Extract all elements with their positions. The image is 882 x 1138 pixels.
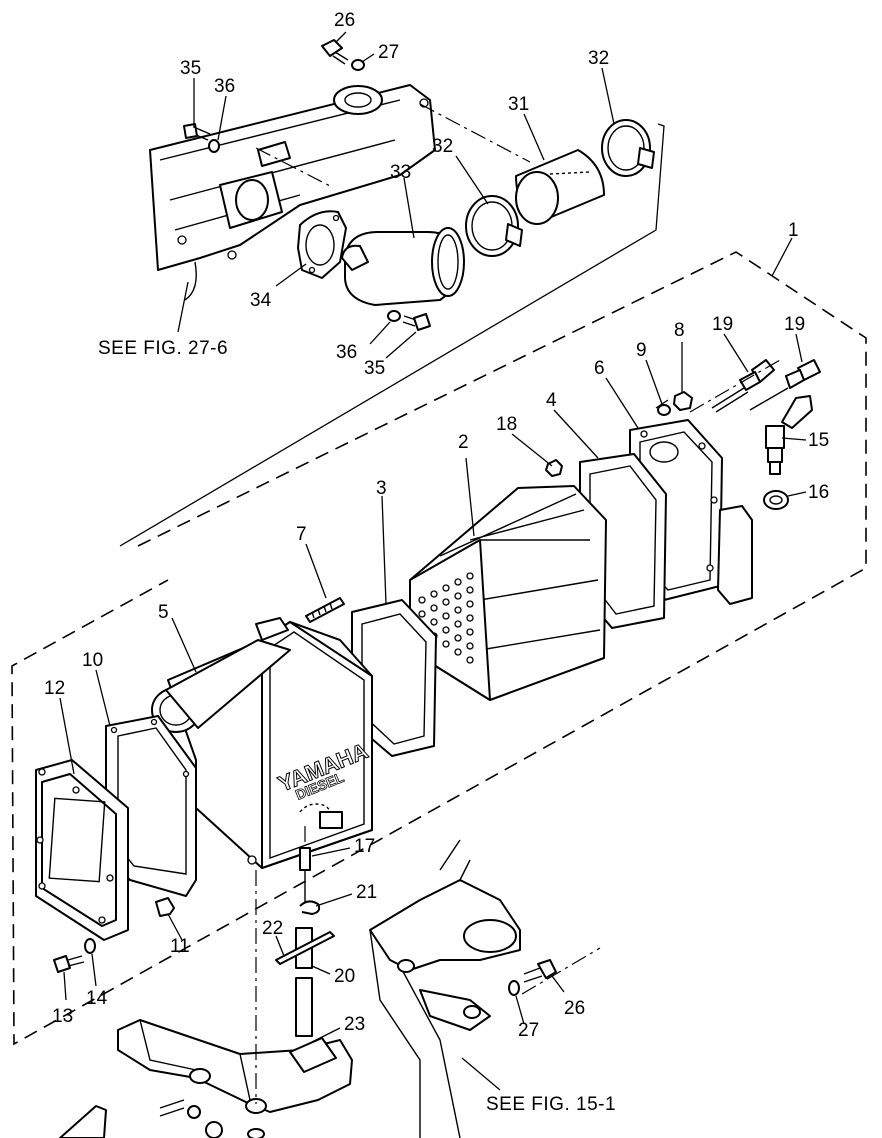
fitting-19-right: [749, 359, 821, 411]
label-12: 12: [44, 678, 65, 699]
label-17: 17: [354, 836, 375, 857]
bolt-26-bottom: [523, 959, 557, 983]
cooler-element-2: [409, 485, 607, 701]
assembly-outline-1: [11, 251, 867, 1046]
label-11: 11: [170, 936, 190, 957]
fitting-19-left: [711, 359, 775, 413]
nut-8: [673, 391, 693, 411]
housing-5: YAMAHA DIESEL: [151, 617, 373, 869]
label-19-left: 19: [712, 314, 733, 335]
bracket-23: [117, 1019, 353, 1114]
label-10: 10: [82, 650, 103, 671]
label-32-mid: 32: [432, 136, 453, 157]
label-35-mid: 35: [364, 358, 385, 379]
label-23: 23: [344, 1014, 365, 1035]
zinc-17: [299, 847, 311, 902]
washer-27-top: [351, 59, 365, 71]
pipe-20: [295, 927, 313, 1037]
stud-7: [305, 597, 345, 623]
exhaust-manifold: [149, 84, 436, 301]
washer-27-bottom: [508, 980, 520, 996]
top-group-frame: [119, 123, 665, 547]
label-26-bottom: 26: [564, 998, 585, 1019]
plug-11: [155, 897, 175, 917]
gasket-34: [297, 210, 347, 279]
label-14: 14: [86, 988, 108, 1009]
label-4: 4: [546, 390, 557, 411]
pin-22: [275, 931, 335, 965]
engine-mount-frame: [369, 839, 521, 1138]
label-15: 15: [808, 430, 829, 451]
label-1: 1: [788, 220, 799, 241]
bolt-26-top: [321, 39, 349, 65]
bolt-35-mid: [402, 313, 431, 331]
clamp-32-top: [601, 119, 655, 177]
bottom-left-partial-parts: [59, 1099, 265, 1138]
washer-9: [657, 404, 671, 416]
leader-lines: [59, 31, 807, 1091]
washer-36-mid: [387, 310, 401, 322]
washer-36-top: [208, 139, 220, 153]
label-7: 7: [296, 524, 307, 545]
label-31: 31: [508, 94, 529, 115]
label-16: 16: [808, 482, 829, 503]
clip-21: [299, 900, 321, 915]
label-26-top: 26: [334, 10, 355, 31]
label-3: 3: [376, 478, 387, 499]
label-9: 9: [636, 340, 647, 361]
label-19-right: 19: [784, 314, 805, 335]
label-6: 6: [594, 358, 605, 379]
reference-top: SEE FIG. 27-6: [98, 338, 228, 359]
label-36-top: 36: [214, 76, 235, 97]
bolt-13: [53, 955, 85, 973]
label-22: 22: [262, 918, 283, 939]
label-27-top: 27: [378, 42, 399, 63]
label-27-bottom: 27: [518, 1020, 539, 1041]
label-35-top: 35: [180, 58, 201, 79]
clamp-32-mid: [465, 195, 523, 257]
label-36-mid: 36: [336, 342, 357, 363]
center-lines: [255, 359, 781, 1104]
label-21: 21: [356, 882, 377, 903]
label-18: 18: [496, 414, 517, 435]
washer-14: [84, 938, 96, 954]
label-5: 5: [158, 602, 169, 623]
label-34: 34: [250, 290, 272, 311]
label-20: 20: [334, 966, 355, 987]
part-labels: 1 2 3 4 5 6 7 8 9 10 11 12 13 14 15 16 1…: [44, 10, 829, 1041]
pipe-31: [515, 149, 605, 225]
reference-bottom: SEE FIG. 15-1: [486, 1094, 616, 1115]
label-32-top: 32: [588, 48, 609, 69]
elbow-hose-33: [341, 227, 465, 306]
label-2: 2: [458, 432, 469, 453]
label-13: 13: [52, 1006, 73, 1027]
elbow-fitting-15: [765, 395, 813, 475]
label-33: 33: [390, 162, 411, 183]
label-8: 8: [674, 320, 685, 341]
washer-16: [763, 490, 789, 510]
